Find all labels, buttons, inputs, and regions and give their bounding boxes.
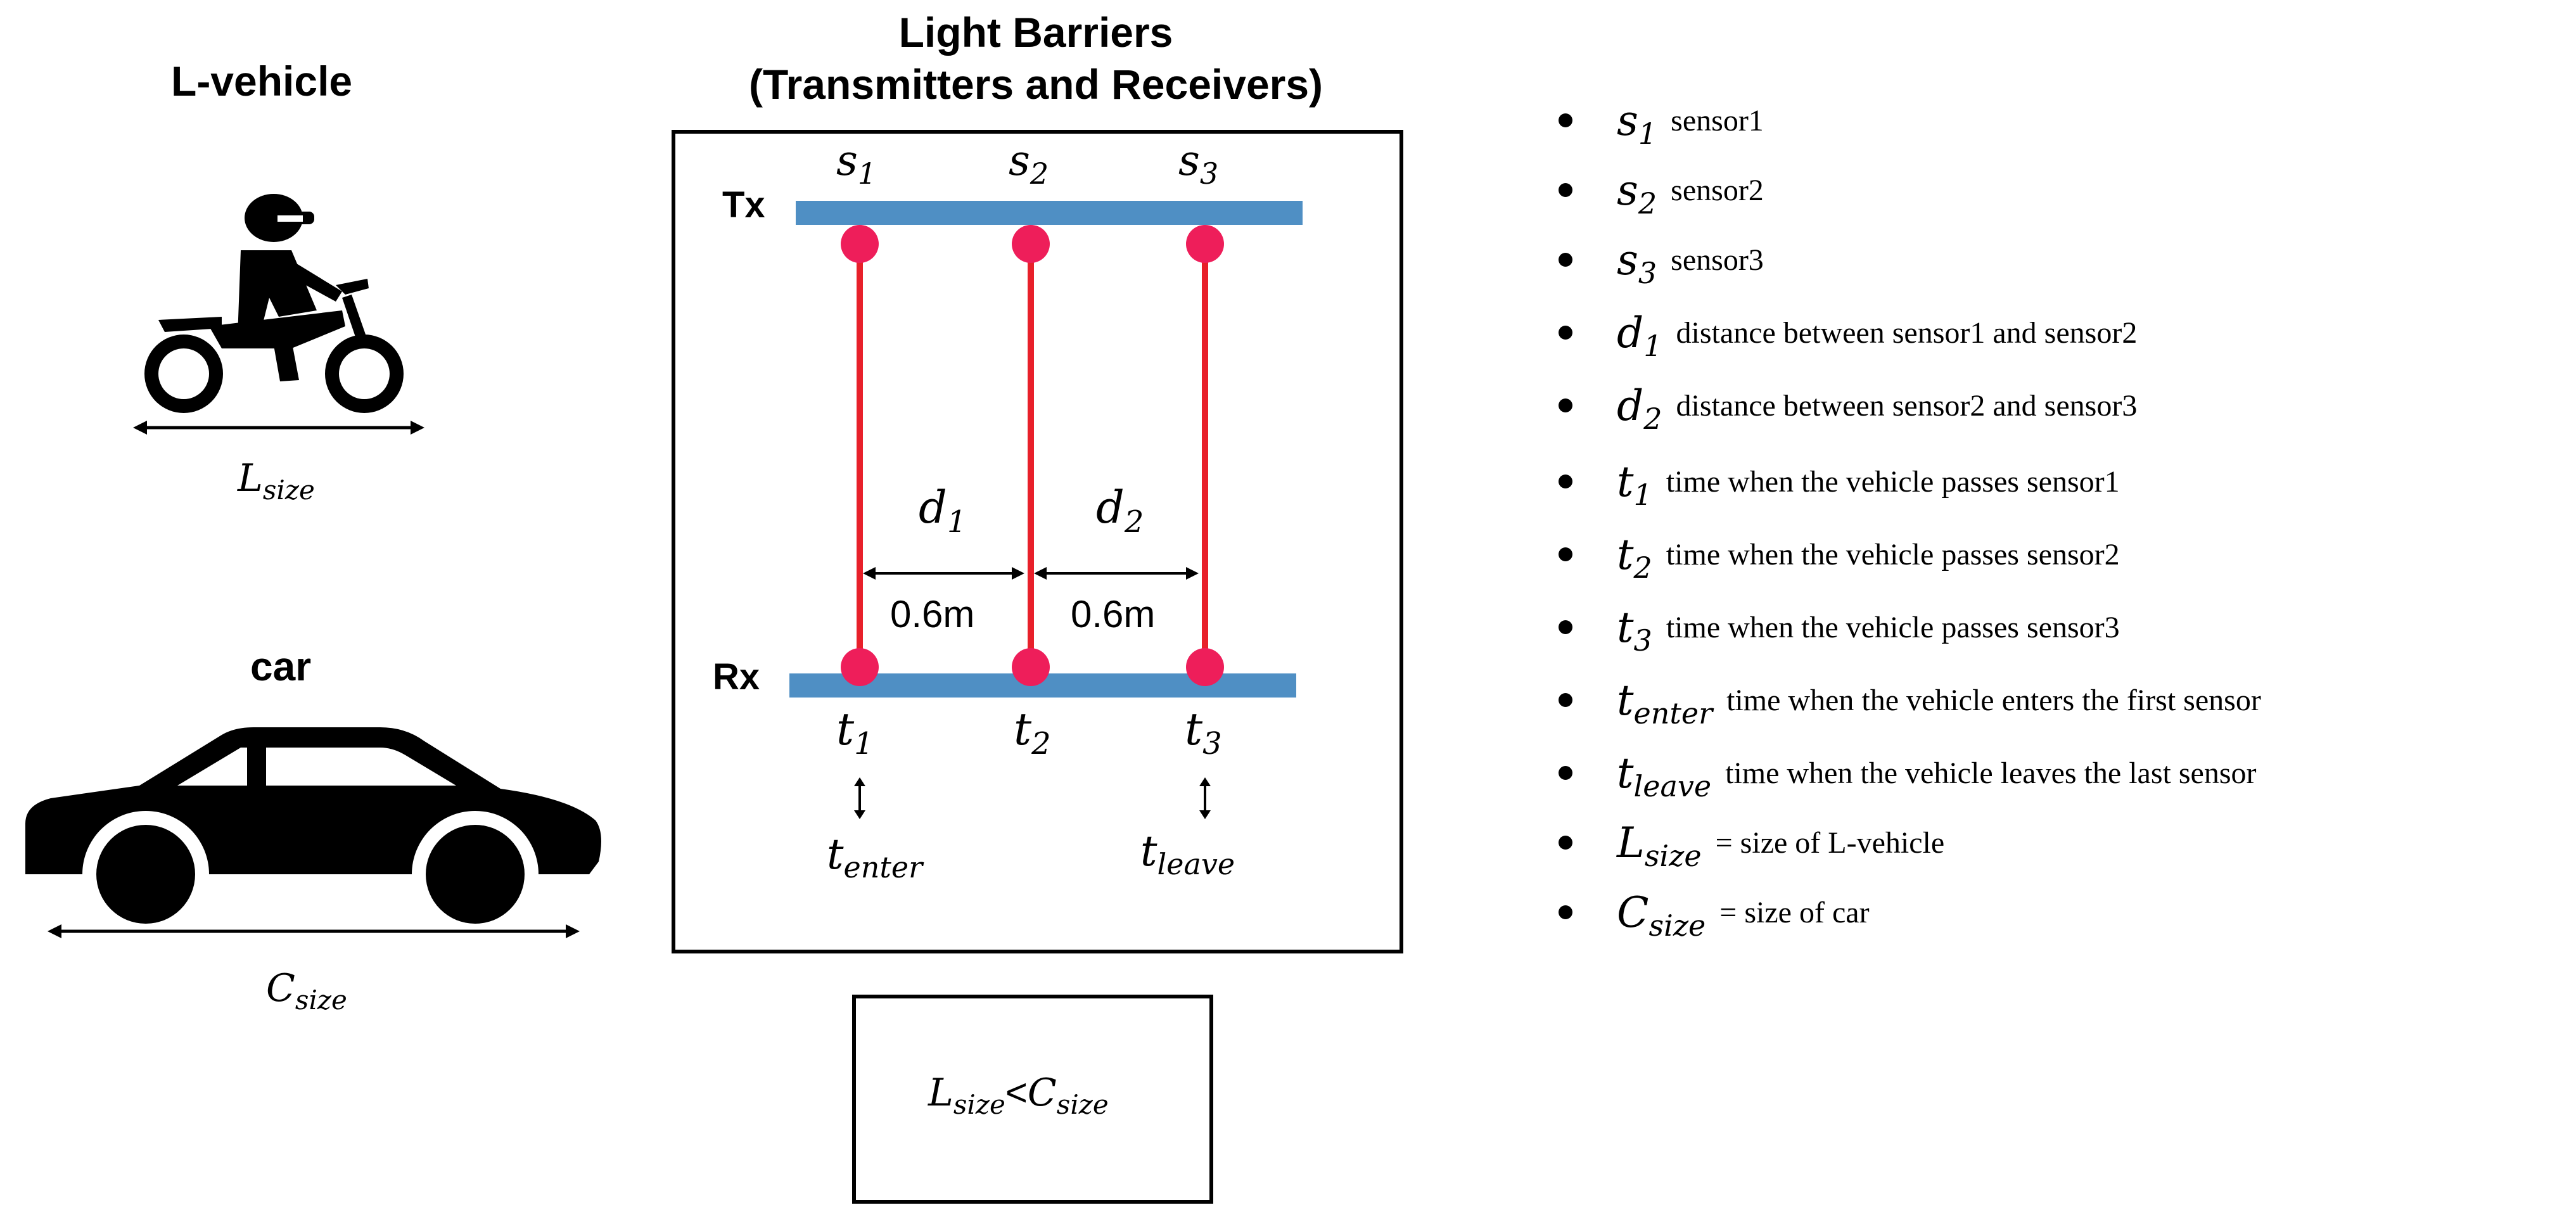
rx-dot-3	[1186, 648, 1224, 686]
beam-1	[857, 244, 863, 668]
t-leave-label: tleave	[1140, 827, 1235, 882]
distance-label-2: d2	[1096, 481, 1144, 540]
lsize-arrow	[133, 421, 424, 435]
bullet-icon	[1559, 836, 1572, 850]
bullet-icon	[1559, 398, 1572, 412]
distance-value-1: 0.6m	[890, 593, 975, 635]
legend-item: t1 time when the vehicle passes sensor1	[1559, 450, 2120, 513]
rx-dot-2	[1012, 648, 1050, 686]
bullet-icon	[1559, 547, 1572, 561]
car-icon	[13, 727, 608, 925]
light-barrier-frame	[672, 130, 1403, 953]
legend-item: s2 sensor2	[1559, 158, 1764, 222]
lvehicle-title: L-vehicle	[171, 58, 353, 105]
distance-label-1: d1	[919, 481, 967, 540]
bullet-icon	[1559, 620, 1572, 634]
time-label-3: t3	[1185, 703, 1222, 761]
bullet-icon	[1559, 905, 1572, 919]
distance-value-2: 0.6m	[1071, 593, 1156, 635]
tx-dot-2	[1012, 225, 1050, 263]
bullet-icon	[1559, 253, 1572, 267]
distance-arrow-1	[863, 567, 1024, 580]
sensor-label-2: s2	[1009, 136, 1049, 191]
rx-label: Rx	[713, 656, 760, 698]
time-label-1: t1	[836, 703, 874, 761]
legend-item: Csize = size of car	[1559, 881, 1870, 944]
bullet-icon	[1559, 113, 1572, 127]
sensor-label-3: s3	[1178, 136, 1219, 191]
legend-item: s1 sensor1	[1559, 89, 1764, 152]
tx-bar	[796, 201, 1303, 225]
bullet-icon	[1559, 183, 1572, 197]
sensor-label-1: s1	[836, 136, 877, 191]
distance-arrow-2	[1034, 567, 1199, 580]
leave-arrow	[1199, 777, 1211, 819]
diagram-title: Light Barriers (Transmitters and Receive…	[748, 9, 1323, 108]
beam-2	[1028, 244, 1034, 668]
motorcycle-rider-icon	[144, 194, 404, 413]
legend-item: tenter time when the vehicle enters the …	[1559, 668, 2261, 732]
bullet-icon	[1559, 475, 1572, 488]
rx-dot-1	[841, 648, 879, 686]
csize-arrow	[48, 924, 580, 938]
car-title: car	[250, 644, 312, 689]
size-comparison-box	[852, 995, 1213, 1204]
legend-item: s3 sensor3	[1559, 228, 1764, 291]
lsize-label: Lsize	[238, 456, 315, 506]
size-comparison-text: Lsize<Csize	[928, 1071, 1109, 1120]
tx-dot-3	[1186, 225, 1224, 263]
tx-label: Tx	[722, 184, 765, 226]
enter-arrow	[854, 777, 865, 819]
legend-item: d2 distance between sensor2 and sensor3	[1559, 374, 2137, 437]
beam-3	[1202, 244, 1208, 668]
legend-item: tleave time when the vehicle leaves the …	[1559, 741, 2257, 805]
bullet-icon	[1559, 326, 1572, 340]
csize-label: Csize	[266, 966, 347, 1016]
legend-item: Lsize = size of L-vehicle	[1559, 811, 1944, 874]
bullet-icon	[1559, 766, 1572, 780]
bullet-icon	[1559, 693, 1572, 707]
tx-dot-1	[841, 225, 879, 263]
time-label-2: t2	[1014, 703, 1051, 761]
legend-item: d1 distance between sensor1 and sensor2	[1559, 301, 2137, 364]
legend-item: t2 time when the vehicle passes sensor2	[1559, 523, 2120, 586]
legend-item: t3 time when the vehicle passes sensor3	[1559, 596, 2120, 659]
t-enter-label: tenter	[827, 830, 923, 885]
light-barrier-diagram	[789, 201, 1303, 819]
